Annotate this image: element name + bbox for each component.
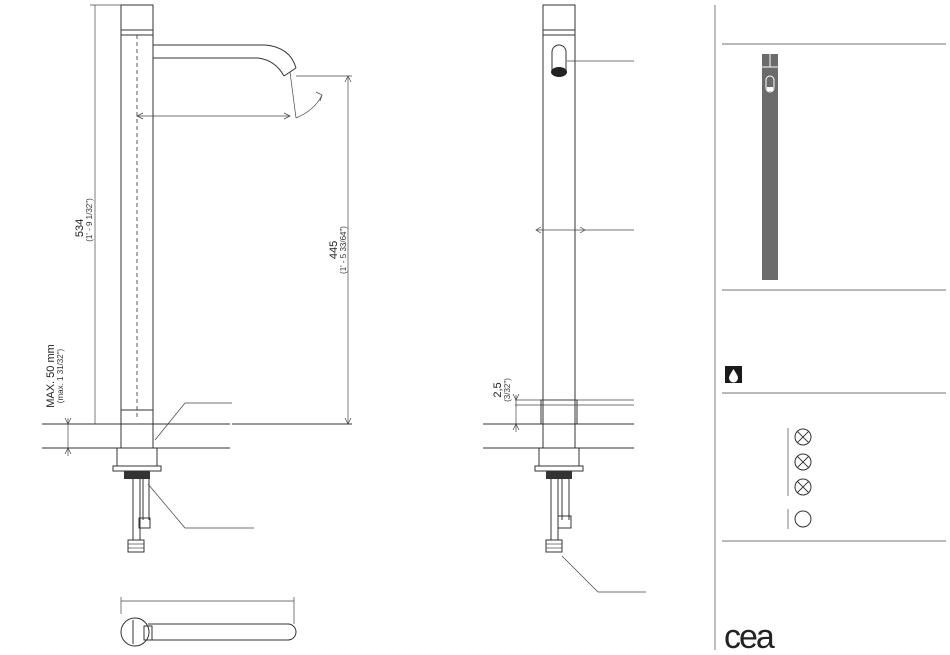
dim-534-imperial: (1' - 9 1/32") [85, 198, 94, 242]
product-swatch [762, 54, 778, 280]
dim-2-5-imperial: (3/32") [503, 378, 512, 402]
dim-445-imperial: (1' - 5 33/64") [339, 226, 348, 274]
side-view [483, 5, 646, 592]
front-view [42, 5, 352, 552]
empty-circle-icon [795, 511, 811, 527]
symbols-list [788, 428, 811, 529]
info-panel [715, 5, 946, 650]
water-drop-icon [725, 366, 742, 383]
crossed-circle-icon [795, 479, 811, 495]
crossed-circle-icon [795, 429, 811, 445]
dim-max-thickness-imperial: (max. 1 31/32") [56, 348, 65, 403]
top-view [121, 597, 296, 646]
crossed-circle-icon [795, 454, 811, 470]
brand-logo: cea [724, 618, 775, 655]
